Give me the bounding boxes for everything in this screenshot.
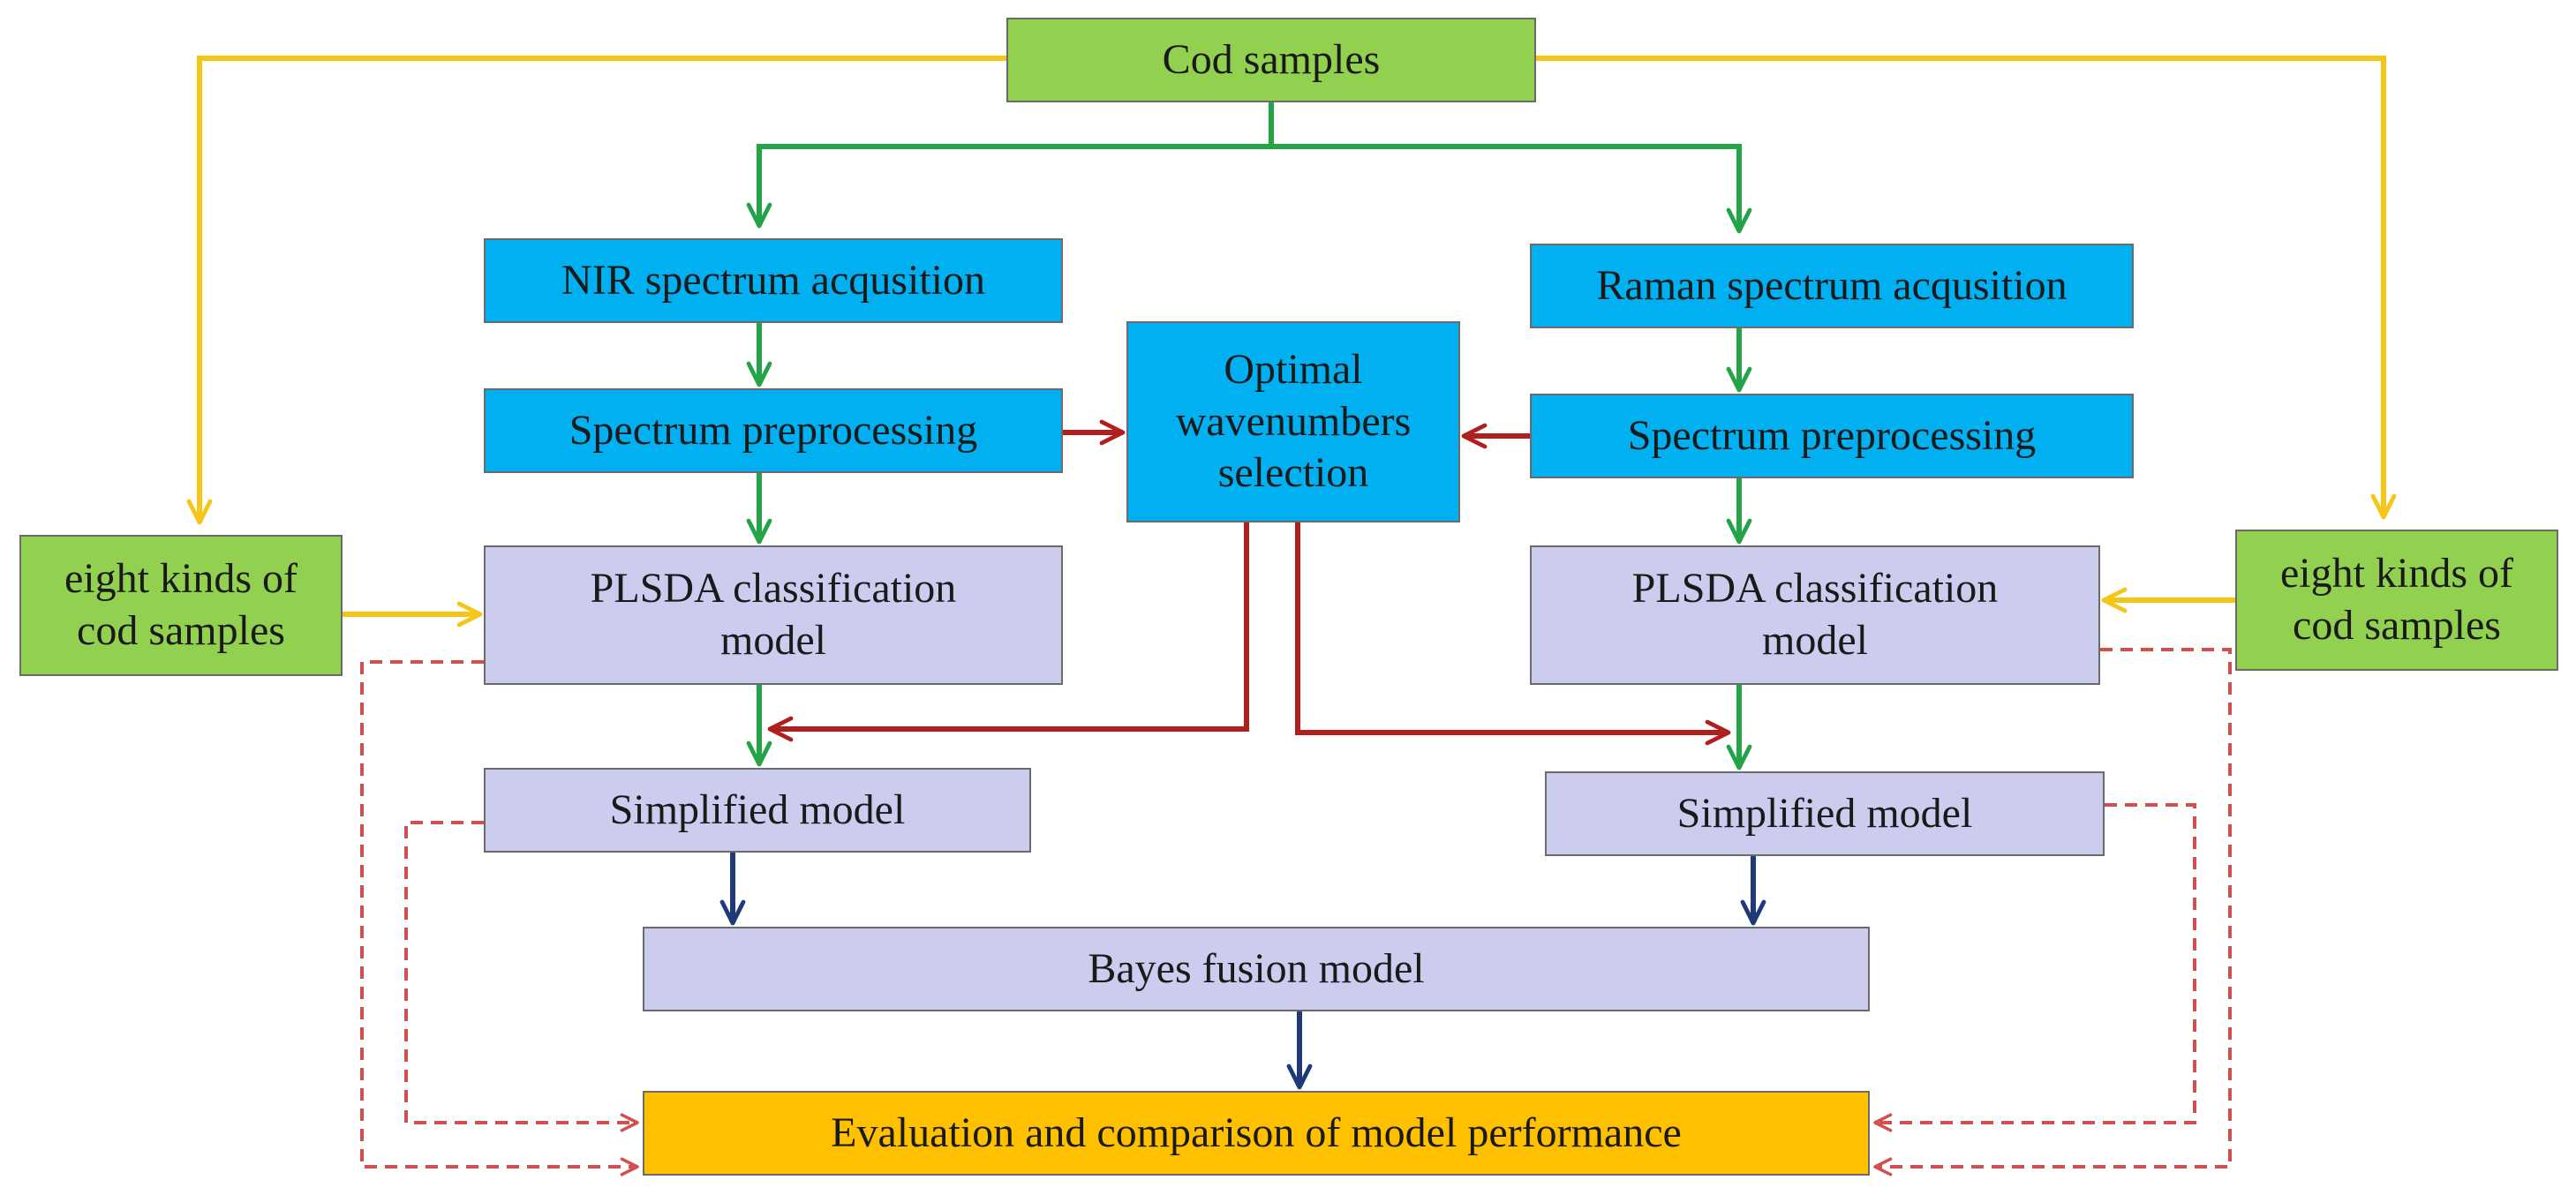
left-eight-kinds-box: eight kinds of cod samples xyxy=(19,535,343,676)
raman-plsda-box: PLSDA classification model xyxy=(1530,545,2100,685)
cod-samples-box: Cod samples xyxy=(1006,18,1536,102)
cod-to-raman-connector xyxy=(1271,144,1752,234)
optimal-wavenumbers-selection-box: Optimal wavenumbers selection xyxy=(1126,321,1460,522)
raman-preprocessing-box: Spectrum preprocessing xyxy=(1530,394,2134,478)
optimal-to-nir-simplified-connector xyxy=(767,522,1249,742)
nir-plsda-to-evaluation-dashed xyxy=(360,660,639,1176)
optimal-to-raman-simplified-connector xyxy=(1295,522,1731,746)
raman-simplified-to-evaluation-dashed xyxy=(1873,803,2196,1132)
raman-simplified-box: Simplified model xyxy=(1545,771,2105,856)
nir-acquisition-box: NIR spectrum acqusition xyxy=(484,238,1063,323)
nir-simplified-box: Simplified model xyxy=(484,768,1031,853)
raman-acquisition-box: Raman spectrum acqusition xyxy=(1530,244,2134,328)
nir-simplified-to-evaluation-dashed xyxy=(404,821,639,1132)
evaluation-box: Evaluation and comparison of model perfo… xyxy=(643,1091,1870,1176)
cod-to-right-kinds-connector xyxy=(1536,56,2397,520)
nir-preprocessing-box: Spectrum preprocessing xyxy=(484,388,1063,473)
right-eight-kinds-box: eight kinds of cod samples xyxy=(2235,530,2558,671)
bayes-fusion-box: Bayes fusion model xyxy=(643,927,1870,1011)
nir-plsda-box: PLSDA classification model xyxy=(484,545,1063,685)
cod-split-connector xyxy=(757,102,1274,226)
cod-to-left-kinds-connector xyxy=(186,56,1006,525)
raman-plsda-to-evaluation-dashed xyxy=(1873,648,2232,1176)
